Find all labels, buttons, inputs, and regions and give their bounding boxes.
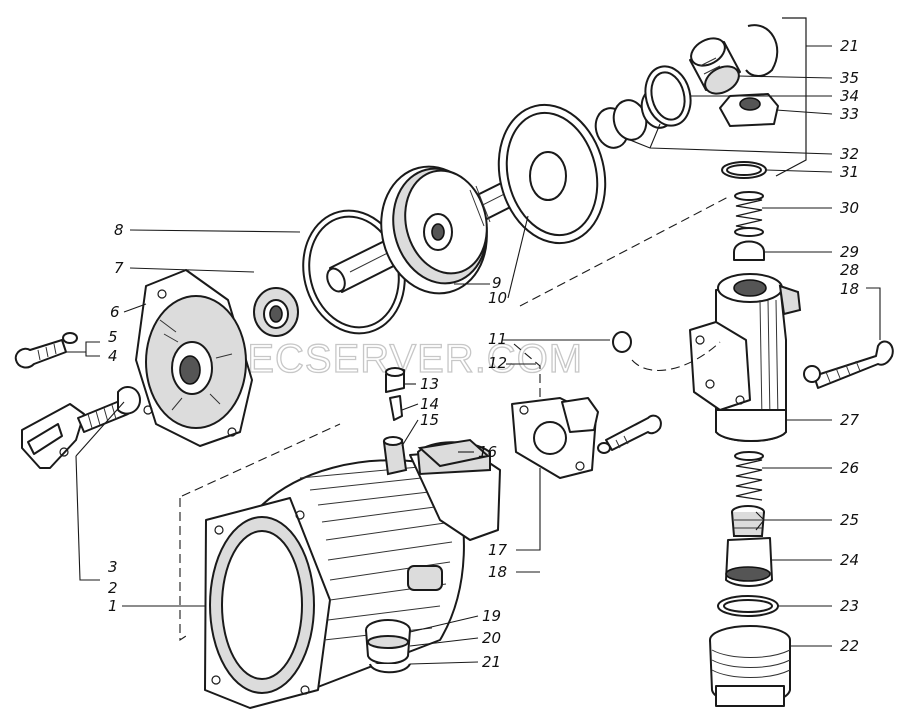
callout-26: 26 bbox=[840, 459, 859, 477]
callout-11: 11 bbox=[488, 330, 507, 348]
part-21-snap-ring-lower bbox=[369, 663, 411, 674]
part-30-spring-upper bbox=[734, 191, 764, 237]
callout-1: 1 bbox=[108, 597, 118, 615]
part-15-fitting bbox=[382, 436, 408, 476]
callout-21-lower: 21 bbox=[482, 653, 501, 671]
callout-28: 28 bbox=[840, 261, 859, 279]
part-24-valve-body bbox=[725, 537, 773, 587]
part-12-mounting-flange bbox=[511, 397, 599, 479]
callout-13: 13 bbox=[420, 375, 439, 393]
callout-18-right: 18 bbox=[840, 280, 859, 298]
callout-2: 2 bbox=[108, 579, 118, 597]
callout-32: 32 bbox=[840, 145, 859, 163]
part-7-seal bbox=[253, 287, 299, 337]
part-31-ring bbox=[721, 161, 767, 179]
callout-10: 10 bbox=[488, 289, 507, 307]
part-14-pin bbox=[389, 395, 403, 421]
part-29-ball bbox=[733, 240, 765, 261]
leader-lines bbox=[66, 45, 881, 665]
callout-16: 16 bbox=[478, 443, 497, 461]
callout-34: 34 bbox=[840, 87, 859, 105]
callout-9: 9 bbox=[492, 274, 502, 292]
callout-33: 33 bbox=[840, 105, 859, 123]
callout-22: 22 bbox=[840, 637, 859, 655]
part-22-plug bbox=[709, 625, 791, 707]
part-23-sealing-ring bbox=[717, 595, 779, 617]
callout-7: 7 bbox=[114, 259, 124, 277]
part-26-spring-lower bbox=[734, 451, 764, 501]
part-6-cover-flange bbox=[135, 269, 253, 447]
callout-20: 20 bbox=[482, 629, 501, 647]
callout-17: 17 bbox=[488, 541, 508, 559]
part-21-snap-ring-upper bbox=[745, 24, 779, 77]
part-35-bushing bbox=[689, 37, 741, 95]
assembly-axes bbox=[179, 17, 807, 642]
callout-8: 8 bbox=[114, 221, 124, 239]
part-9-piston-rod bbox=[326, 153, 573, 295]
callout-6: 6 bbox=[110, 303, 120, 321]
callout-3: 3 bbox=[108, 558, 118, 576]
callout-21-upper: 21 bbox=[840, 37, 859, 55]
callout-30: 30 bbox=[840, 199, 859, 217]
callout-18-middle: 18 bbox=[488, 563, 507, 581]
part-33-nut bbox=[719, 93, 779, 127]
part-11-o-ring bbox=[612, 331, 632, 353]
part-34-ring bbox=[644, 65, 692, 127]
part-28-18-bolt-washer-right bbox=[803, 340, 894, 389]
part-16-collar bbox=[417, 438, 491, 468]
part-10-piston-disk bbox=[497, 103, 607, 245]
callout-19: 19 bbox=[482, 607, 501, 625]
callout-12: 12 bbox=[488, 354, 507, 372]
callout-29: 29 bbox=[840, 243, 859, 261]
callout-labels: 1 2 3 4 5 6 7 8 9 10 11 12 13 14 15 16 1… bbox=[108, 37, 860, 671]
callout-35: 35 bbox=[840, 69, 859, 87]
part-27-valve-housing bbox=[689, 273, 802, 442]
callout-27: 27 bbox=[840, 411, 860, 429]
part-13-cap bbox=[385, 367, 405, 393]
callout-31: 31 bbox=[840, 163, 859, 181]
callout-5: 5 bbox=[108, 328, 118, 346]
part-25-valve-head bbox=[731, 505, 765, 537]
callout-14: 14 bbox=[420, 395, 439, 413]
callout-25: 25 bbox=[840, 511, 859, 529]
callout-23: 23 bbox=[840, 597, 859, 615]
part-1-cylinder-housing bbox=[204, 441, 501, 709]
callout-24: 24 bbox=[840, 551, 859, 569]
part-2-3-clevis-fork bbox=[21, 385, 141, 469]
part-4-5-bolt-washer-left bbox=[14, 332, 78, 369]
callout-4: 4 bbox=[108, 347, 118, 365]
part-19-20-sleeve bbox=[365, 619, 411, 665]
callout-15: 15 bbox=[420, 411, 439, 429]
part-17-18-bolt-washer-middle bbox=[597, 414, 662, 454]
